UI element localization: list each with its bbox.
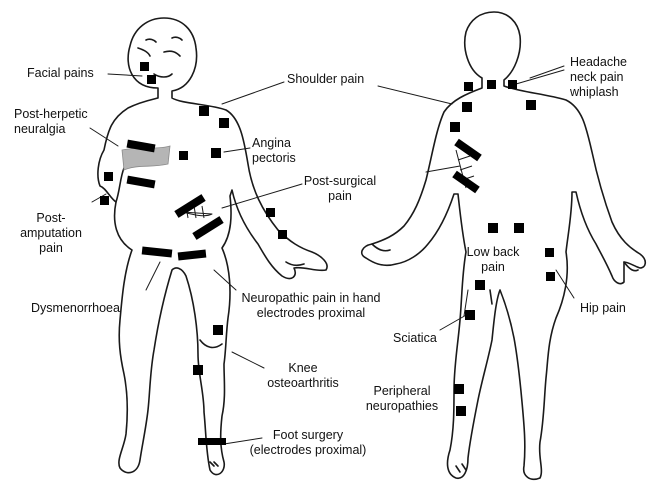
label-foot-surgery: Foot surgery (electrodes proximal) (238, 428, 378, 458)
label-dysmenorrhoea: Dysmenorrhoea (31, 301, 120, 316)
label-sciatica: Sciatica (393, 331, 437, 346)
label-hip-pain: Hip pain (580, 301, 626, 316)
label-neuropathic-pain-hand: Neuropathic pain in hand electrodes prox… (232, 291, 390, 321)
label-headache-neck-whiplash: Headache neck pain whiplash (570, 55, 627, 100)
label-post-amputation-pain: Post- amputation pain (20, 211, 82, 256)
label-facial-pains: Facial pains (27, 66, 94, 81)
label-knee-osteoarthritis: Knee osteoarthritis (262, 361, 344, 391)
label-low-back-pain: Low back pain (460, 245, 526, 275)
label-post-surgical-pain: Post-surgical pain (296, 174, 384, 204)
label-angina-pectoris: Angina pectoris (252, 136, 296, 166)
label-post-herpetic-neuralgia: Post-herpetic neuralgia (14, 107, 88, 137)
label-shoulder-pain: Shoulder pain (287, 72, 364, 87)
label-peripheral-neuropathies: Peripheral neuropathies (358, 384, 446, 414)
